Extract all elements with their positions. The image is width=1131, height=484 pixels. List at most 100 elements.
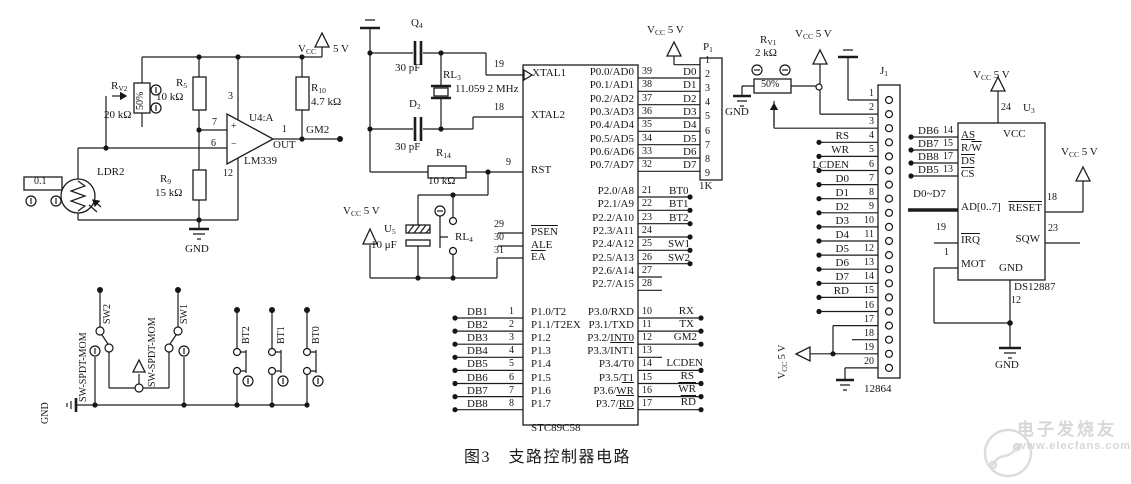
rl3-ref: RL3 xyxy=(443,69,461,82)
mcu-pin28: 28 xyxy=(642,278,652,289)
rv2-percent: 50% xyxy=(135,91,146,110)
ldr-body xyxy=(60,178,96,214)
net-d6: D6 xyxy=(683,146,697,158)
j1-net-d3: D3 xyxy=(835,215,849,227)
j1-pin18: 18 xyxy=(864,328,874,339)
ds-net-db6: DB6 xyxy=(918,125,939,137)
opamp-out: OUT xyxy=(273,139,296,151)
mcu-p00: P0.0/AD0 xyxy=(589,66,634,78)
figure-caption: 图3 支路控制器电路 xyxy=(464,449,632,466)
ds-bus-net: D0~D7 xyxy=(913,188,946,200)
j1-pin17: 17 xyxy=(864,314,874,325)
ds-ds: DS xyxy=(961,155,976,167)
mcu-p02: P0.2/AD2 xyxy=(589,93,634,105)
mcu-p06: P0.6/AD6 xyxy=(589,146,634,158)
ds-reset: RESET xyxy=(1008,202,1042,214)
r10-value: 4.7 kΩ xyxy=(311,96,342,108)
ldr-ref: LDR2 xyxy=(97,166,125,178)
vcc-arrow-j1-pin19 xyxy=(794,345,811,363)
mcu-pin23: 23 xyxy=(642,212,652,223)
mcu-p33: P3.3/INT1 xyxy=(587,345,634,357)
vcc-reset: VCC 5 V xyxy=(343,205,380,218)
r9-ref: R9 xyxy=(160,173,172,186)
r9-value: 15 kΩ xyxy=(155,187,183,199)
p1-pin2: 2 xyxy=(705,69,710,80)
ds-ad: AD[0..7] xyxy=(961,201,1001,213)
mcu-p12: P1.2 xyxy=(531,332,551,344)
j1-pin6: 6 xyxy=(869,159,874,170)
mcu-pin5: 5 xyxy=(509,358,514,369)
sw1-type: SW-SPDT-MOM xyxy=(147,317,158,387)
mcu-pin33: 33 xyxy=(642,146,652,157)
ds-sqw: SQW xyxy=(1015,233,1040,245)
vcc-arrow-j1 xyxy=(811,48,829,65)
j1-net-d2: D2 xyxy=(835,201,849,213)
mcu-pin29: 29 xyxy=(494,219,504,230)
r14-ref: R14 xyxy=(436,147,451,160)
ds-pin23: 23 xyxy=(1048,223,1058,234)
net-lcden: LCDEN xyxy=(666,357,703,369)
elecfans-logo-icon xyxy=(983,428,1033,478)
opamp-plus: + xyxy=(231,121,237,132)
crystal-rl3 xyxy=(433,87,449,97)
mcu-pin18: 18 xyxy=(494,102,504,113)
net-db2: DB2 xyxy=(467,319,488,331)
vcc-arrow-p1 xyxy=(665,40,683,57)
mcu-pin7: 7 xyxy=(509,385,514,396)
ds-pin12: 12 xyxy=(1011,295,1021,306)
contact-circles xyxy=(95,83,894,393)
power-arrows xyxy=(112,31,1092,373)
mcu-p10: P1.0/T2 xyxy=(531,306,567,318)
ds-pin15: 15 xyxy=(943,138,953,149)
net-bt0: BT0 xyxy=(669,185,689,197)
ds-ref: U3 xyxy=(1023,102,1035,115)
mcu-pin10: 10 xyxy=(642,306,652,317)
mcu-pin17: 17 xyxy=(642,398,652,409)
resistor-r5 xyxy=(192,76,207,111)
p1-ref: P1 xyxy=(703,41,713,54)
ds-net-db7: DB7 xyxy=(918,138,939,150)
mcu-pin8: 8 xyxy=(509,398,514,409)
mcu-pin13: 13 xyxy=(642,345,652,356)
j1-net-rd: RD xyxy=(833,285,849,297)
ds-pin1: 1 xyxy=(944,247,949,258)
j1-pin19: 19 xyxy=(864,342,874,353)
watermark-url: www.elecfans.com xyxy=(1016,440,1131,453)
j1-vcc-top: VCC 5 V xyxy=(795,28,832,41)
p1-pin8: 8 xyxy=(705,154,710,165)
net-tx: TX xyxy=(679,318,694,330)
resistor-r9 xyxy=(192,169,207,201)
p1-pin5: 5 xyxy=(705,111,710,122)
mcu-p36: P3.6/WR xyxy=(593,385,634,397)
mcu-p26: P2.6/A14 xyxy=(592,265,634,277)
j1-net-lcden: LCDEN xyxy=(812,159,849,171)
mcu-ea: EA xyxy=(531,251,546,263)
mcu-p25: P2.5/A13 xyxy=(592,252,634,264)
u5-value: 10 μF xyxy=(371,239,397,251)
ds-net-db5: DB5 xyxy=(918,164,939,176)
j1-net-d4: D4 xyxy=(835,229,849,241)
mcu-pin14: 14 xyxy=(642,358,652,369)
ds-vcc-pin: VCC xyxy=(1003,128,1026,140)
mcu-pin35: 35 xyxy=(642,119,652,130)
potentiometer-rv1 xyxy=(753,78,792,94)
p1-pin4: 4 xyxy=(705,97,710,108)
mcu-pin4: 4 xyxy=(509,345,514,356)
opamp-pin12: 12 xyxy=(223,168,233,179)
mcu-pin16: 16 xyxy=(642,385,652,396)
clock-input-triangle xyxy=(523,68,534,82)
ds-pin19: 19 xyxy=(936,222,946,233)
watermark-brand: 电子发烧友 xyxy=(1016,420,1117,439)
bt0-ref: BT0 xyxy=(311,326,322,344)
opamp-pin3: 3 xyxy=(228,91,233,102)
mcu-p31: P3.1/TXD xyxy=(588,319,634,331)
rv1-value: 2 kΩ xyxy=(755,47,777,59)
mcu-pin9: 9 xyxy=(506,157,511,168)
mcu-pin19: 19 xyxy=(494,59,504,70)
net-bt2: BT2 xyxy=(669,212,689,224)
net-gm2-left: GM2 xyxy=(306,124,330,136)
rv1-gnd: GND xyxy=(725,106,749,118)
j1-net-d7: D7 xyxy=(835,271,849,283)
vcc-arrow-ds-reset xyxy=(1074,165,1092,182)
mcu-pin1: 1 xyxy=(509,306,514,317)
